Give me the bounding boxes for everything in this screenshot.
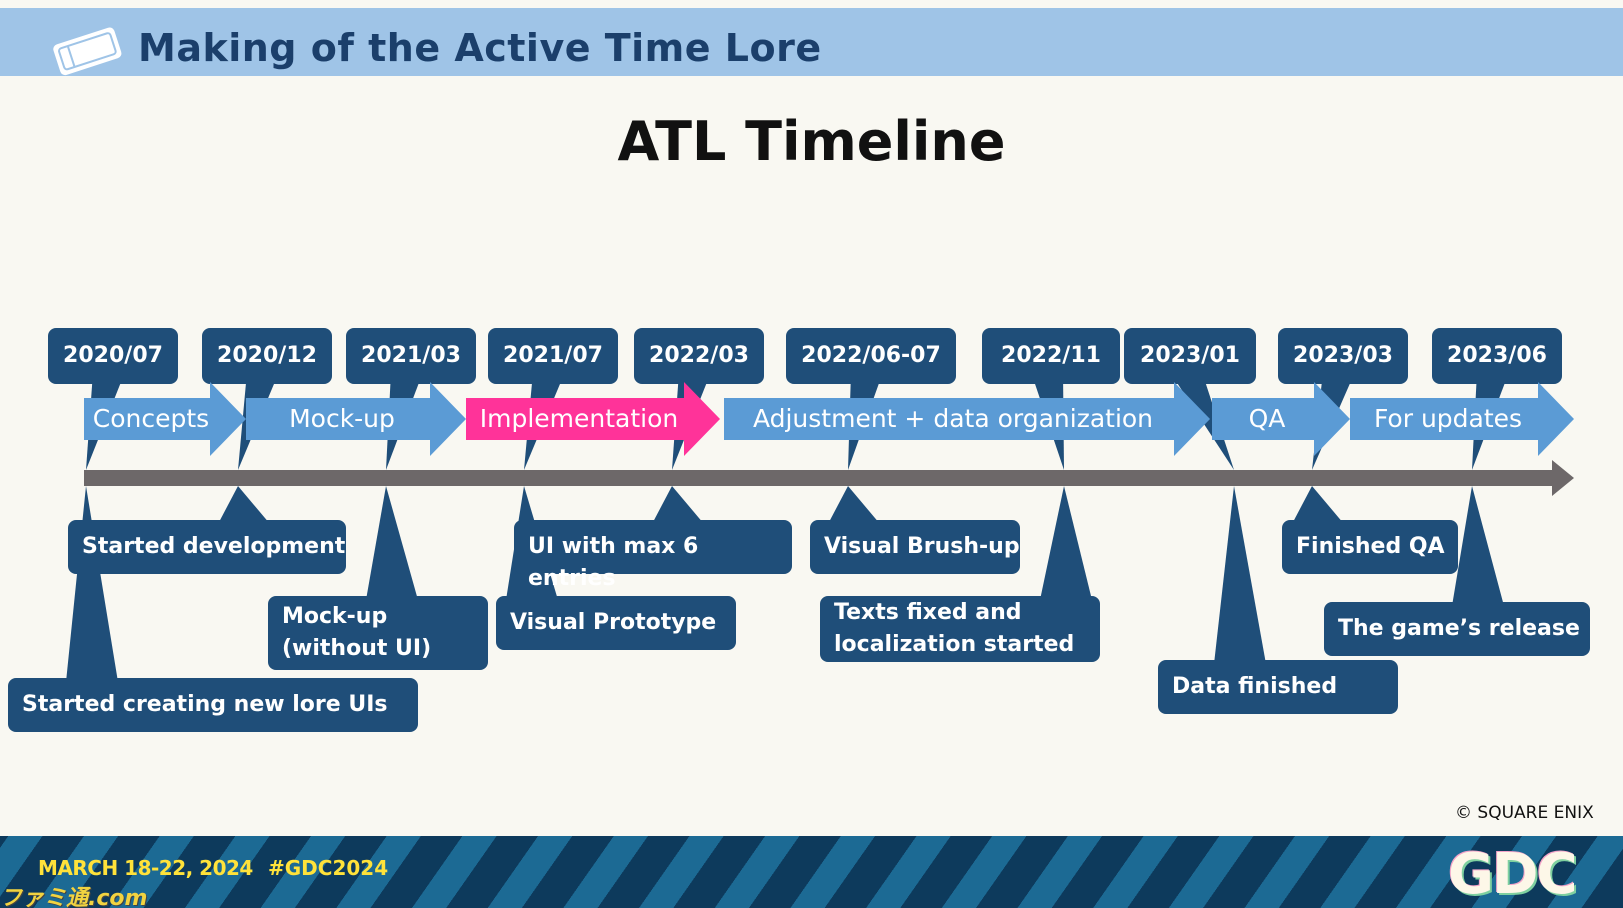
event-label: Texts fixed and localization started — [834, 600, 1075, 657]
gdc-logo: GDC — [1448, 842, 1578, 907]
event-box — [514, 520, 792, 574]
header-title: Making of the Active Time Lore — [138, 26, 822, 70]
event-label: UI with max 6 entries — [528, 534, 699, 591]
date-label: 2021/03 — [361, 343, 461, 368]
date-box — [1124, 328, 1256, 384]
event-box — [1324, 602, 1590, 656]
date-box — [202, 328, 332, 384]
date-box — [488, 328, 618, 384]
date-label: 2023/06 — [1447, 343, 1547, 368]
phase-arrows — [84, 382, 1574, 456]
footer-banner: MARCH 18-22, 2024 #GDC2024 GDC — [0, 836, 1623, 908]
date-box — [786, 328, 956, 384]
header-bar: Making of the Active Time Lore — [0, 8, 1623, 76]
event-pointer — [218, 486, 270, 524]
axis-arrowhead — [1552, 460, 1574, 496]
event-box — [810, 520, 1020, 574]
phase-label: Adjustment + data organization — [752, 404, 1154, 433]
date-box — [634, 328, 764, 384]
event-box — [8, 678, 418, 732]
date-box — [982, 328, 1120, 384]
event-label: The game’s release — [1338, 616, 1580, 641]
timeline-axis — [84, 460, 1574, 496]
date-label: 2022/03 — [649, 343, 749, 368]
event-label: Started development — [82, 534, 346, 559]
copyright: © SQUARE ENIX — [1455, 803, 1594, 823]
phase-arrow — [84, 382, 246, 456]
event-box — [1158, 660, 1398, 714]
famitsu-watermark: ファミ通.com — [0, 886, 148, 908]
phase-arrow — [246, 382, 466, 456]
event-pointer — [366, 486, 418, 600]
event-pointer — [66, 486, 118, 682]
date-box — [1278, 328, 1408, 384]
phase-arrow — [466, 382, 720, 456]
phase-label: Implementation — [479, 404, 679, 433]
date-label: 2023/01 — [1140, 343, 1240, 368]
event-label: Visual Prototype — [510, 610, 717, 635]
date-label: 2020/07 — [63, 343, 163, 368]
event-box — [820, 596, 1100, 662]
phase-label: For updates — [1373, 404, 1523, 433]
date-label: 2022/06-07 — [801, 343, 941, 368]
event-box — [1282, 520, 1458, 574]
event-box — [268, 596, 488, 670]
event-label: Started creating new lore UIs — [22, 692, 388, 717]
phase-label: Mock-up — [289, 404, 395, 433]
event-label: Data finished — [1172, 674, 1338, 699]
event-pointer — [1214, 486, 1266, 664]
event-pointer — [1452, 486, 1504, 606]
event-label: Mock-up (without UI) — [282, 604, 432, 661]
phase-arrow — [1350, 382, 1574, 456]
event-pointer — [1040, 486, 1092, 600]
date-box — [48, 328, 178, 384]
phase-label: Concepts — [92, 404, 210, 433]
axis-bar — [84, 470, 1554, 486]
phase-arrow — [724, 382, 1210, 456]
event-label: Visual Brush-up — [824, 534, 1020, 559]
label-boxes — [8, 328, 1590, 732]
date-label: 2022/11 — [1001, 343, 1101, 368]
phase-arrow — [1212, 382, 1350, 456]
event-box — [68, 520, 346, 574]
date-label: 2021/07 — [503, 343, 603, 368]
event-pointer — [828, 486, 880, 524]
date-label: 2020/12 — [217, 343, 317, 368]
ticket-icon — [53, 27, 122, 76]
event-box — [496, 596, 736, 650]
date-box — [1432, 328, 1562, 384]
event-pointer — [1292, 486, 1344, 524]
phase-label: QA — [1248, 404, 1286, 433]
date-box — [346, 328, 476, 384]
event-label: Finished QA — [1296, 534, 1445, 559]
event-pointer — [652, 486, 704, 524]
date-label: 2023/03 — [1293, 343, 1393, 368]
slide-title: ATL Timeline — [617, 110, 1006, 173]
event-dates: MARCH 18-22, 2024 — [38, 856, 253, 880]
event-hashtag: #GDC2024 — [268, 856, 389, 880]
